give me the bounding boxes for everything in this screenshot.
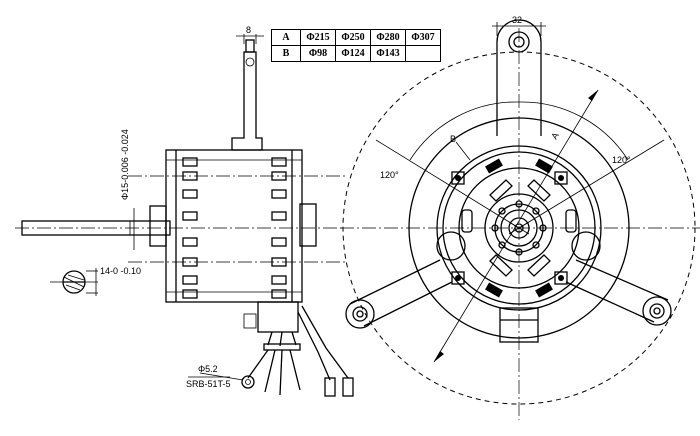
lead-wires bbox=[247, 305, 349, 396]
table-cell: Φ98 bbox=[300, 45, 336, 62]
angle-right-label: 120° bbox=[612, 155, 631, 165]
top-arm-end bbox=[496, 19, 542, 43]
spade-terminal-1 bbox=[324, 377, 336, 397]
vent-slots-right bbox=[271, 157, 287, 299]
side-bracket-top bbox=[245, 39, 255, 53]
table-key: B bbox=[271, 45, 301, 62]
rear-boss bbox=[299, 203, 317, 247]
dimension-table: A Φ215 Φ250 Φ280 Φ307 B Φ98 Φ124 Φ143 bbox=[271, 29, 441, 62]
side-bracket bbox=[231, 51, 263, 151]
vent-slots-left bbox=[182, 157, 198, 299]
table-cell bbox=[405, 45, 441, 62]
table-cell: Φ124 bbox=[335, 45, 371, 62]
spade-terminal-2 bbox=[342, 377, 354, 397]
inner-ring bbox=[458, 167, 580, 289]
top-arm bbox=[496, 42, 542, 136]
side-bracket-hole bbox=[245, 57, 255, 67]
ring-terminal bbox=[241, 375, 255, 389]
lobe-left bbox=[436, 231, 466, 261]
shaft-section bbox=[50, 268, 98, 296]
corner-screws bbox=[451, 171, 568, 285]
label-b: B bbox=[450, 134, 456, 144]
shaft bbox=[21, 220, 171, 236]
shaft-end bbox=[508, 217, 530, 239]
left-arm bbox=[349, 259, 453, 327]
diameter-b-line bbox=[455, 141, 471, 161]
table-row-a: A Φ215 Φ250 Φ280 Φ307 bbox=[271, 29, 441, 46]
lobe-right bbox=[571, 231, 601, 261]
flat-dimension-label: 14-0 -0.10 bbox=[100, 266, 141, 276]
angle-line-right bbox=[518, 139, 665, 229]
angle-left-label: 120° bbox=[380, 170, 399, 180]
hub-rim bbox=[442, 151, 596, 305]
radial-slots bbox=[461, 158, 577, 298]
hub-outer bbox=[436, 145, 602, 311]
diameter-a-line bbox=[433, 89, 599, 363]
circle-b bbox=[408, 117, 630, 339]
bottom-cable-exit bbox=[499, 307, 539, 343]
top-width-label: 32 bbox=[512, 15, 522, 25]
angle-line-left bbox=[375, 139, 520, 229]
terminal-type-label: SRB-51T-5 bbox=[186, 379, 231, 389]
terminal-hole-label: Φ5.2 bbox=[198, 364, 218, 374]
cable-sleeve bbox=[263, 343, 301, 351]
front-boss bbox=[149, 205, 167, 247]
shaft-diameter-label: Φ15-0.006 -0.024 bbox=[120, 129, 130, 200]
label-a: A bbox=[549, 131, 561, 141]
bracket-thickness-label: 8 bbox=[246, 25, 251, 35]
table-row-b: B Φ98 Φ124 Φ143 bbox=[271, 45, 441, 62]
motor-body bbox=[165, 149, 303, 303]
front-view: 32 bbox=[340, 15, 700, 420]
cable-clip bbox=[243, 313, 257, 329]
cable-gland bbox=[257, 301, 299, 333]
central-hub bbox=[484, 193, 554, 263]
hub-bolts bbox=[491, 200, 547, 256]
right-arm bbox=[565, 259, 669, 323]
side-view: 8 Φ5.2 SRB-51T-5 Φ15-0.006 -0.024 bbox=[15, 25, 354, 397]
